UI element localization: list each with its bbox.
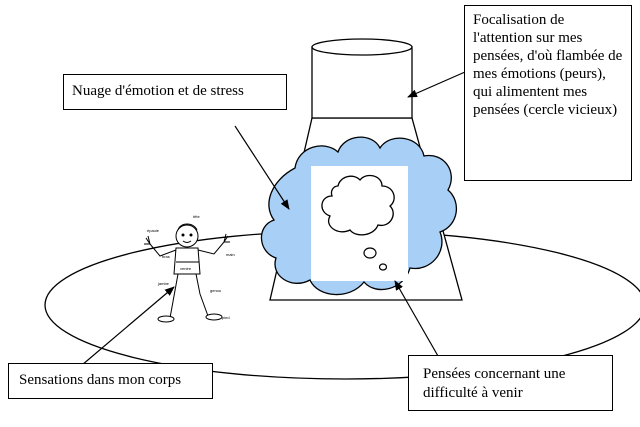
attention-focus-label: Focalisation de l'attention sur mes pens…	[473, 12, 623, 118]
label-hand: main	[226, 252, 235, 257]
emotion-cloud-shape	[260, 136, 458, 296]
pointer-emotion	[234, 125, 290, 210]
pointer-thoughts	[394, 280, 439, 357]
label-leg: jambe	[157, 281, 170, 286]
pointer-attention	[407, 71, 466, 98]
label-head: tête	[193, 214, 200, 219]
label-shoulder: épaule	[147, 228, 160, 233]
emotion-cloud-label: Nuage d'émotion et de stress	[72, 83, 244, 99]
body-part-labels: tête épaule bras main ventre jambe genou…	[147, 214, 235, 320]
callout-thoughts: Pensées concernant une difficulté à veni…	[408, 355, 613, 411]
label-knee: genou	[210, 288, 221, 293]
body-sensations-label: Sensations dans mon corps	[19, 372, 182, 388]
pointer-body	[81, 286, 175, 366]
callout-attention-focus: Focalisation de l'attention sur mes pens…	[464, 5, 632, 181]
thoughts-label: Pensées concernant une difficulté à veni…	[423, 366, 566, 401]
child-figure	[144, 223, 230, 323]
label-foot: pied	[222, 315, 230, 320]
callout-body-sensations: Sensations dans mon corps	[8, 363, 213, 399]
label-belly: ventre	[180, 266, 192, 271]
callout-emotion-cloud: Nuage d'émotion et de stress	[63, 74, 287, 110]
pointer-lines	[81, 71, 466, 366]
label-arm: bras	[162, 254, 170, 259]
